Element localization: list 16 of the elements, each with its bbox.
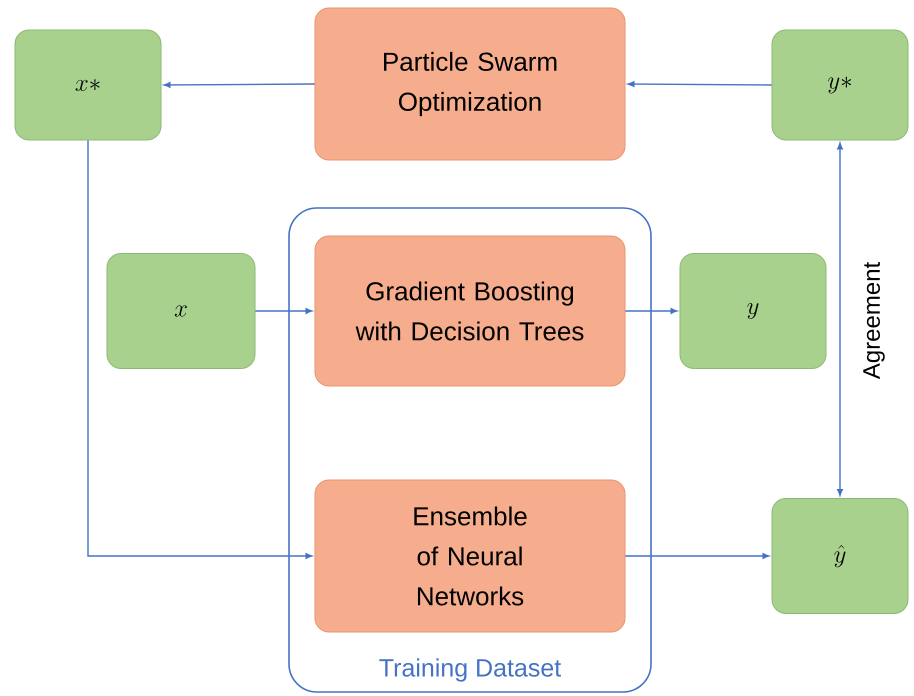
arrow: [626, 553, 770, 559]
arrow: [628, 81, 772, 88]
variable-box: $x$: [106, 253, 256, 369]
arrow: [164, 82, 314, 88]
variable-box: $y$: [680, 253, 826, 369]
variable-box: $\hat{y}$: [772, 498, 908, 614]
process-box: Ensemble of Neural Networks: [314, 480, 626, 632]
edge-label: Agreement: [863, 262, 885, 380]
arrow: [837, 142, 843, 496]
variable-box: $y*$: [772, 30, 908, 140]
process-box: Gradient Boosting with Decision Trees: [314, 236, 626, 386]
arrow: [87, 140, 312, 559]
arrow: [626, 308, 678, 314]
arrow: [256, 308, 312, 314]
process-box: Particle Swarm Optimization: [314, 8, 626, 160]
variable-box: $x*$: [14, 30, 162, 140]
